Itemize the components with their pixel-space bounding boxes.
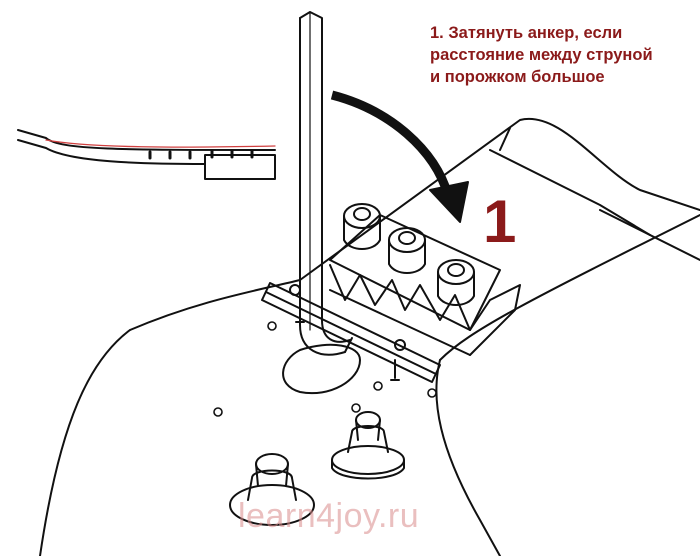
curved-arrow-icon	[330, 90, 469, 223]
nut-clamp-screws	[343, 203, 475, 306]
instruction-text: 1. Затянуть анкер, если расстояние между…	[430, 22, 692, 88]
instruction-line-3: и порожком большое	[430, 68, 605, 86]
clamp-screw-3	[437, 259, 475, 306]
watermark: learn4joy.ru	[238, 497, 420, 535]
body-screws	[213, 321, 437, 417]
nut-block	[204, 154, 276, 180]
allen-wrench-icon	[299, 11, 353, 356]
control-knob-icon	[229, 453, 315, 526]
truss-rod-cavity	[282, 343, 361, 395]
toggle-switch-icon	[331, 411, 405, 480]
nut-assembly	[329, 214, 521, 356]
instruction-line-1: 1. Затянуть анкер, если	[430, 24, 623, 42]
string-line	[45, 139, 276, 148]
guitar-body	[39, 117, 700, 556]
clamp-screw-2	[388, 227, 426, 274]
instruction-line-2: расстояние между струной	[430, 46, 653, 64]
neck-side-inset	[17, 129, 276, 180]
step-number: 1	[483, 188, 517, 255]
clamp-screw-1	[343, 203, 381, 250]
